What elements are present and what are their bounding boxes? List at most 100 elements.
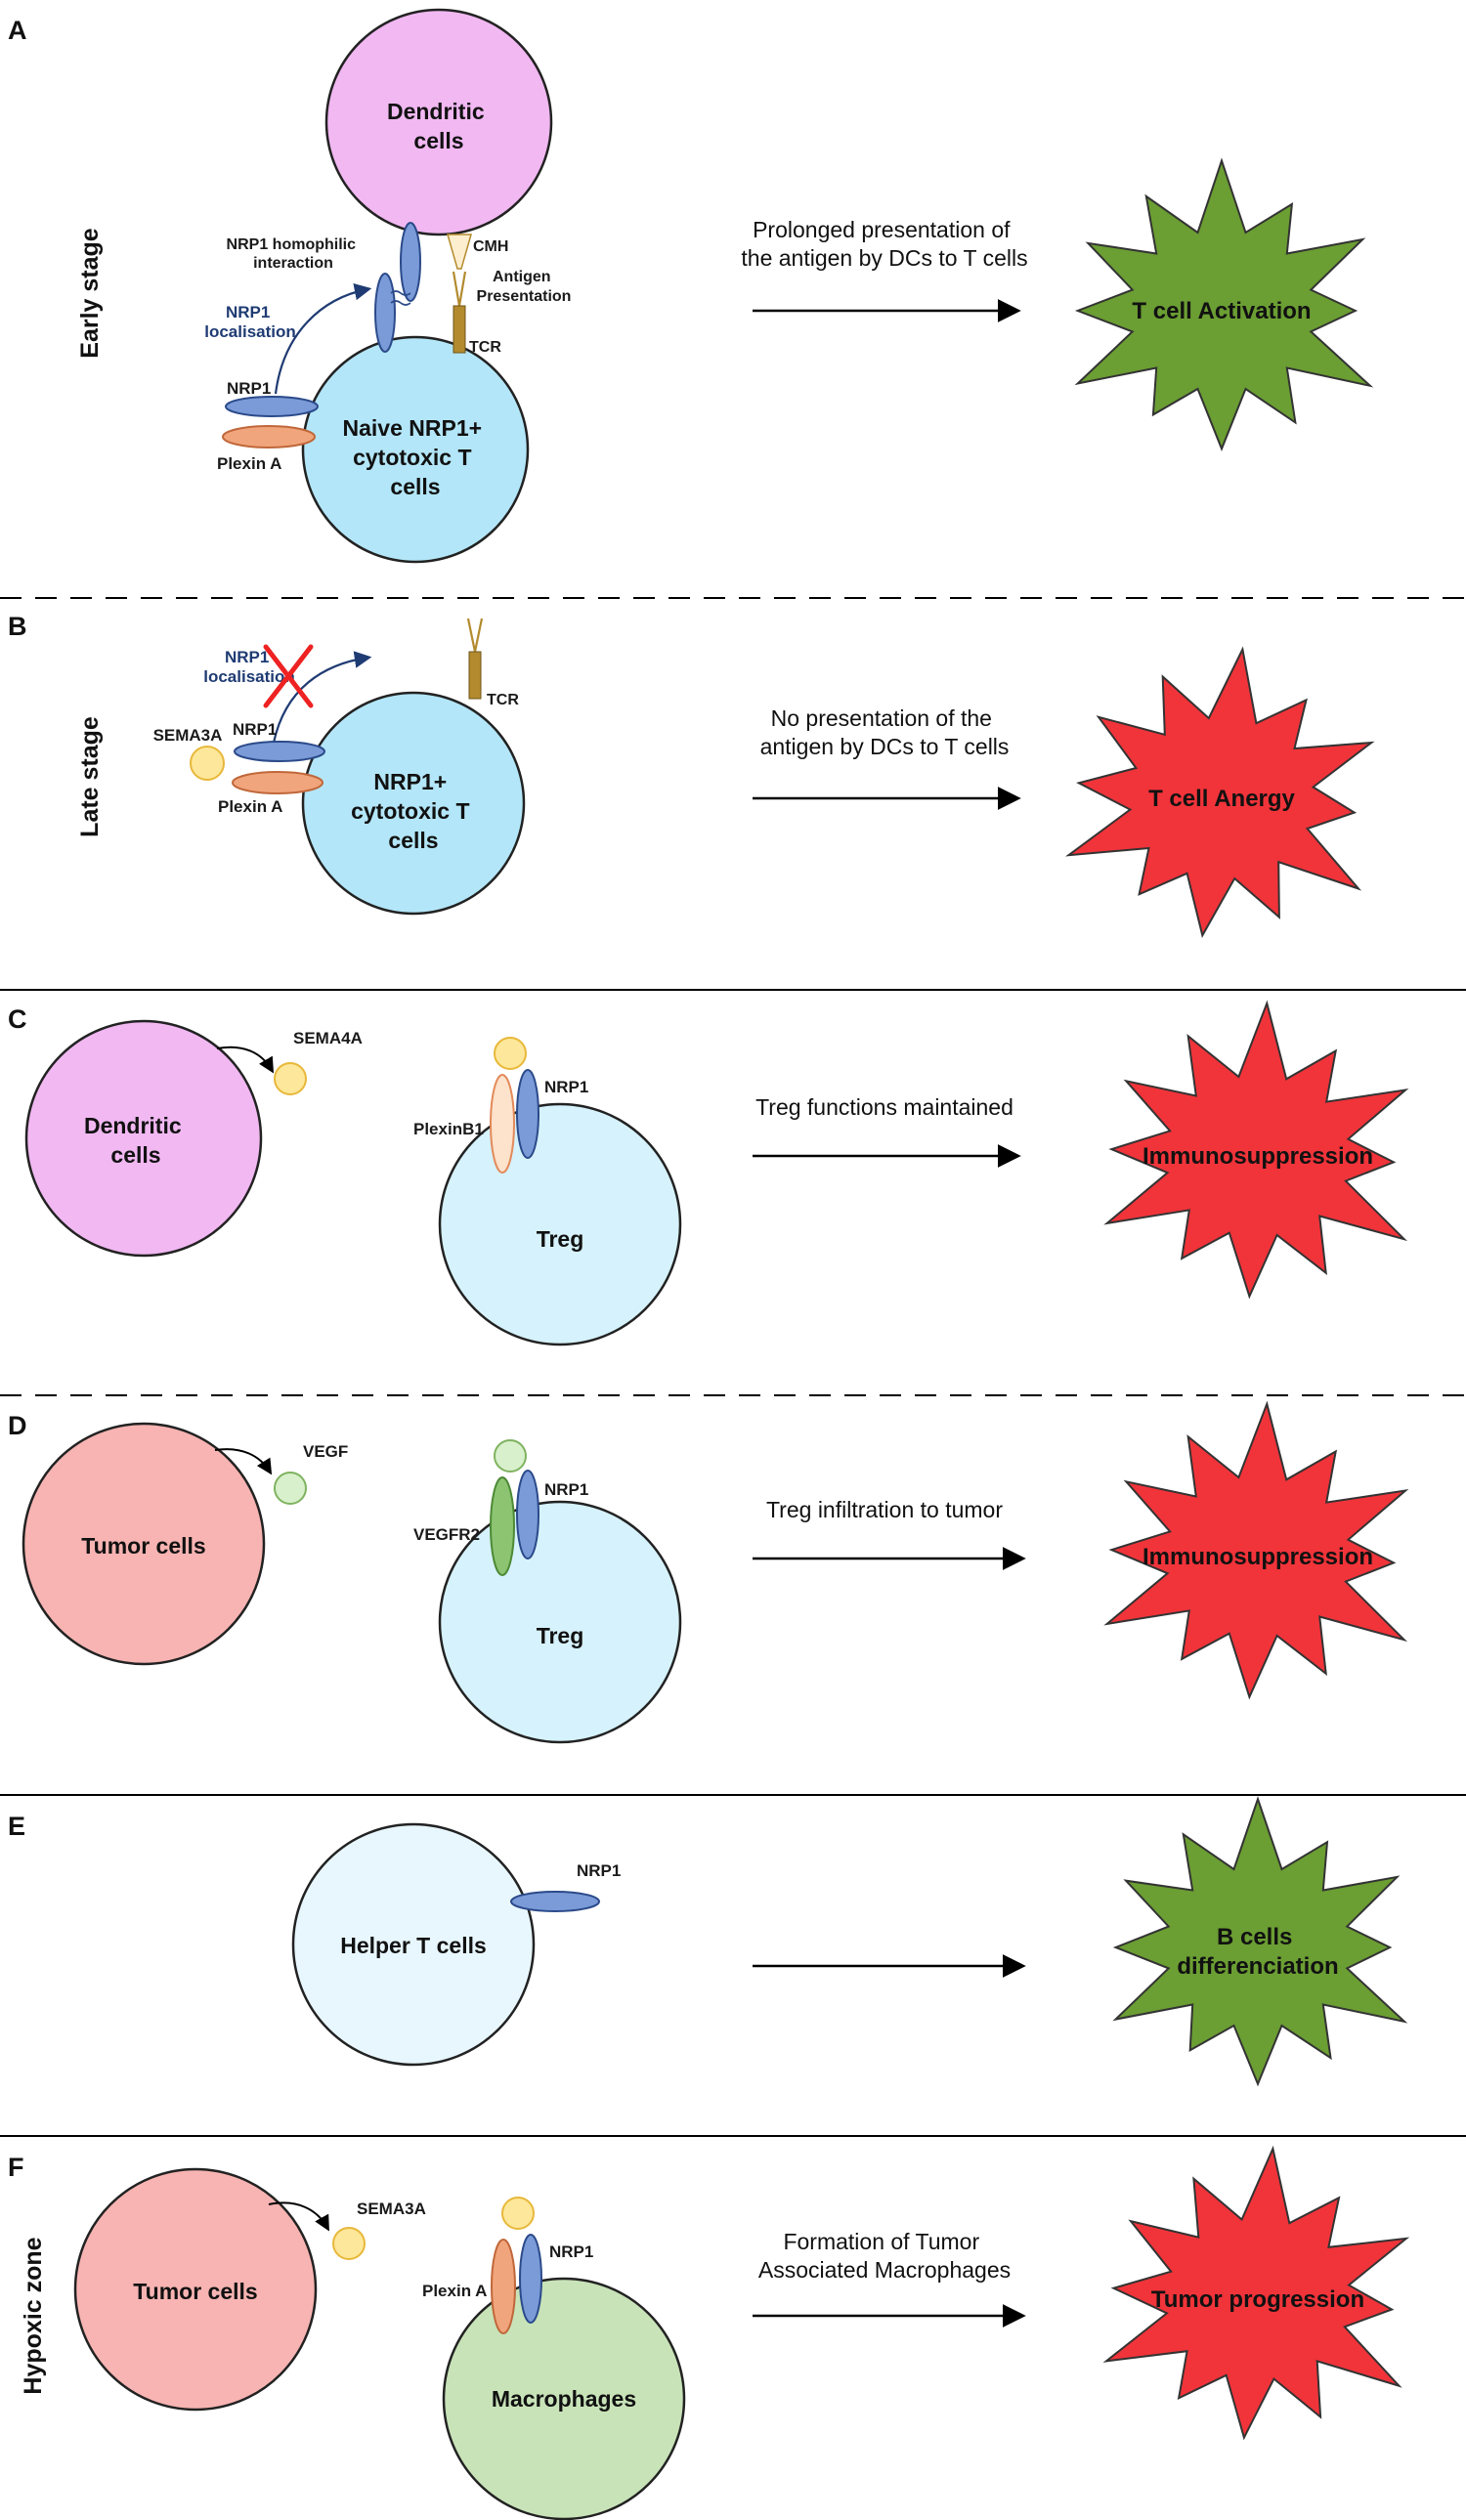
plexin-receptor-f xyxy=(491,2239,516,2334)
treg-label-c: Treg xyxy=(537,1226,584,1252)
plexin-label-b: Plexin A xyxy=(218,797,282,816)
vegf-label-d: VEGF xyxy=(303,1442,348,1461)
description-a: Prolonged presentation of the antigen by… xyxy=(741,217,1027,271)
nrp1-label-c: NRP1 xyxy=(544,1078,588,1096)
dendritic-cell-a xyxy=(324,8,553,236)
tumor-cell-label-f: Tumor cells xyxy=(133,2279,257,2304)
helper-t-cell-label-e: Helper T cells xyxy=(340,1933,487,1958)
panel-f: F Hypoxic zone Tumor cells SEMA3A Macrop… xyxy=(8,2145,1410,2520)
tcr-fork-icon-a xyxy=(452,271,467,307)
outcome-star-d xyxy=(1103,1400,1409,1700)
nrp1-label-f: NRP1 xyxy=(549,2242,593,2261)
panel-letter-f: F xyxy=(8,2153,24,2182)
nrp1-receptor-f xyxy=(519,2234,542,2324)
tumor-cell-label-d: Tumor cells xyxy=(81,1533,205,1559)
nrp1-localisation-label-a: NRP1 localisation xyxy=(204,303,296,341)
panel-a: A Early stage Dendritic cells Naive NRP1… xyxy=(8,8,1374,564)
outcome-label-d: Immunosuppression xyxy=(1143,1544,1373,1570)
sema3a-bound-f xyxy=(501,2197,535,2230)
secretion-arrow-d xyxy=(214,1448,273,1475)
stage-label-a: Early stage xyxy=(76,228,104,359)
tcr-fork-icon-b xyxy=(466,618,484,653)
tcr-receptor-b xyxy=(468,651,482,700)
panel-letter-a: A xyxy=(8,16,27,45)
plexin-membrane-a xyxy=(222,425,316,448)
nrp1-t-receptor-a xyxy=(374,273,396,353)
plexin-label-f: Plexin A xyxy=(422,2282,487,2300)
nrp1-label-d: NRP1 xyxy=(544,1480,588,1499)
sema4a-label-c: SEMA4A xyxy=(293,1029,363,1047)
tcr-receptor-a xyxy=(453,305,466,354)
plexinb1-label-c: PlexinB1 xyxy=(413,1120,484,1138)
sema3a-ligand-f xyxy=(332,2227,366,2260)
sema3a-ligand-b xyxy=(190,746,225,781)
panel-letter-e: E xyxy=(8,1812,25,1841)
macrophage-cell-f xyxy=(442,2277,686,2520)
description-d: Treg infiltration to tumor xyxy=(766,1497,1003,1522)
vegfr2-receptor-d xyxy=(490,1476,515,1576)
description-c: Treg functions maintained xyxy=(755,1094,1013,1120)
nrp1-membrane-e xyxy=(510,1891,600,1912)
nrp1-label-e: NRP1 xyxy=(577,1861,621,1880)
outcome-star-c xyxy=(1103,1000,1409,1300)
macrophage-label-f: Macrophages xyxy=(492,2386,636,2412)
plexin-membrane-b xyxy=(232,771,323,794)
panel-letter-d: D xyxy=(8,1411,27,1440)
nrp1-localisation-arrow-b xyxy=(272,651,372,744)
outcome-star-b xyxy=(1064,646,1375,938)
vegf-ligand-d xyxy=(274,1472,307,1505)
cmh-label: CMH xyxy=(473,238,508,255)
helper-t-cell-e xyxy=(291,1822,536,2067)
secretion-arrow-c xyxy=(216,1046,275,1074)
description-b: No presentation of the antigen by DCs to… xyxy=(760,705,1010,759)
dendritic-cell-label-c: Dendritic cells xyxy=(84,1113,188,1168)
dendritic-cell-label-a: Dendritic cells xyxy=(387,99,491,153)
tumor-cell-f xyxy=(73,2167,318,2412)
panel-letter-c: C xyxy=(8,1004,27,1034)
vegf-bound-d xyxy=(494,1439,527,1473)
panel-b: B Late stage NRP1+ cytotoxic T cells TCR… xyxy=(8,612,1375,938)
outcome-label-f: Tumor progression xyxy=(1151,2286,1364,2313)
treg-cell-c xyxy=(438,1102,682,1346)
nrp1-dc-receptor-a xyxy=(400,222,421,302)
tumor-cell-d xyxy=(22,1422,266,1666)
cmh-icon xyxy=(447,234,472,270)
outcome-star-a xyxy=(1074,157,1374,451)
stage-label-b: Late stage xyxy=(76,716,104,837)
vegfr2-label-d: VEGFR2 xyxy=(413,1525,480,1544)
dendritic-cell-c xyxy=(24,1019,263,1258)
naive-t-cell-a xyxy=(301,335,530,564)
nrp1-homophilic-label-a: NRP1 homophilic interaction xyxy=(227,236,361,272)
outcome-label-e: B cells differenciation xyxy=(1177,1924,1338,1980)
plexinb1-receptor-c xyxy=(490,1074,515,1174)
nrp1-localisation-label-b: NRP1 localisation xyxy=(203,648,295,686)
nrp1-receptor-d xyxy=(516,1470,539,1559)
outcome-star-e xyxy=(1112,1796,1408,2087)
sema4a-bound-c xyxy=(494,1037,527,1070)
outcome-star-f xyxy=(1102,2145,1410,2441)
nrp1-label-a: NRP1 xyxy=(227,379,271,398)
treg-label-d: Treg xyxy=(537,1623,584,1648)
panel-letter-b: B xyxy=(8,612,27,641)
sema3a-label-f: SEMA3A xyxy=(357,2200,426,2218)
sema4a-ligand-c xyxy=(274,1062,307,1095)
antigen-presentation-label: Antigen Presentation xyxy=(477,269,572,305)
outcome-label-a: T cell Activation xyxy=(1132,298,1311,324)
naive-t-cell-label-a: Naive NRP1+ cytotoxic T cells xyxy=(343,415,489,499)
nrp1-membrane-b xyxy=(234,741,325,762)
blocked-cross-icon xyxy=(263,644,314,708)
stage-label-f: Hypoxic zone xyxy=(20,2237,47,2394)
sema3a-label-b: SEMA3A xyxy=(153,726,223,745)
nrp1-t-cell-b xyxy=(301,691,526,916)
plexin-label-a: Plexin A xyxy=(217,454,281,473)
panel-c: C Dendritic cells SEMA4A Treg PlexinB1 N… xyxy=(8,1000,1409,1346)
nrp1-localisation-arrow-a xyxy=(274,282,372,395)
secretion-arrow-f xyxy=(268,2201,329,2232)
nrp1-membrane-a xyxy=(225,396,319,417)
outcome-label-c: Immunosuppression xyxy=(1143,1143,1373,1170)
nrp1-label-b: NRP1 xyxy=(233,720,277,739)
description-f: Formation of Tumor Associated Macrophage… xyxy=(758,2229,1011,2283)
tcr-label-a: TCR xyxy=(469,339,501,356)
nrp1-receptor-c xyxy=(516,1069,539,1159)
